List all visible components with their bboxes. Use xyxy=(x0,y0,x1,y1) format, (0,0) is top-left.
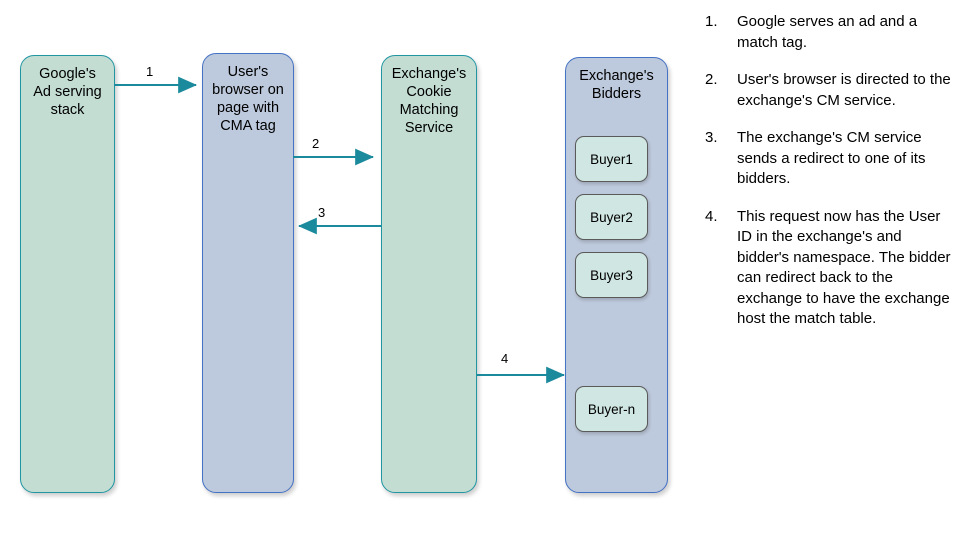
buyer-card-label: Buyer2 xyxy=(590,209,633,225)
lane-google-ad-serving-stack: Google's Ad serving stack xyxy=(20,55,115,493)
lane-label: Google's Ad serving stack xyxy=(33,66,102,118)
lane-label: User's browser on page with CMA tag xyxy=(212,64,284,134)
step-text: Google serves an ad and a match tag. xyxy=(737,13,918,51)
steps-list: 1. Google serves an ad and a match tag. … xyxy=(705,12,953,347)
lane-label: Exchange's Bidders xyxy=(579,68,654,102)
step-number: 1. xyxy=(705,13,718,30)
step-text: The exchange's CM service sends a redire… xyxy=(737,129,926,187)
lane-exchange-cm-service: Exchange's Cookie Matching Service xyxy=(381,55,477,493)
buyer-card-label: Buyer1 xyxy=(590,151,633,167)
step-text: This request now has the User ID in the … xyxy=(737,207,951,328)
buyer-card-label: Buyer-n xyxy=(587,401,636,417)
buyer-card-2[interactable]: Buyer2 xyxy=(575,194,648,240)
lane-user-browser: User's browser on page with CMA tag xyxy=(202,53,294,493)
arrow-2 xyxy=(293,148,375,166)
arrow-4-number: 4 xyxy=(501,351,509,366)
buyer-card-1[interactable]: Buyer1 xyxy=(575,136,648,182)
arrow-1 xyxy=(114,76,198,94)
step-number: 4. xyxy=(705,207,718,225)
arrow-4 xyxy=(477,366,566,384)
list-item: 1. Google serves an ad and a match tag. xyxy=(705,12,953,53)
list-item: 4. This request now has the User ID in t… xyxy=(705,207,953,330)
step-text: User's browser is directed to the exchan… xyxy=(737,71,951,109)
buyer-card-label: Buyer3 xyxy=(590,267,633,283)
arrow-3-number: 3 xyxy=(318,205,326,220)
step-number: 3. xyxy=(705,129,718,146)
arrow-1-number: 1 xyxy=(146,64,154,79)
buyer-card-3[interactable]: Buyer3 xyxy=(575,252,648,298)
list-item: 2. User's browser is directed to the exc… xyxy=(705,70,953,111)
list-item: 3. The exchange's CM service sends a red… xyxy=(705,128,953,190)
step-number: 2. xyxy=(705,71,718,88)
arrow-2-number: 2 xyxy=(312,136,320,151)
buyer-card-n[interactable]: Buyer-n xyxy=(575,386,648,432)
lane-label: Exchange's Cookie Matching Service xyxy=(391,66,467,136)
arrow-3 xyxy=(297,217,381,235)
